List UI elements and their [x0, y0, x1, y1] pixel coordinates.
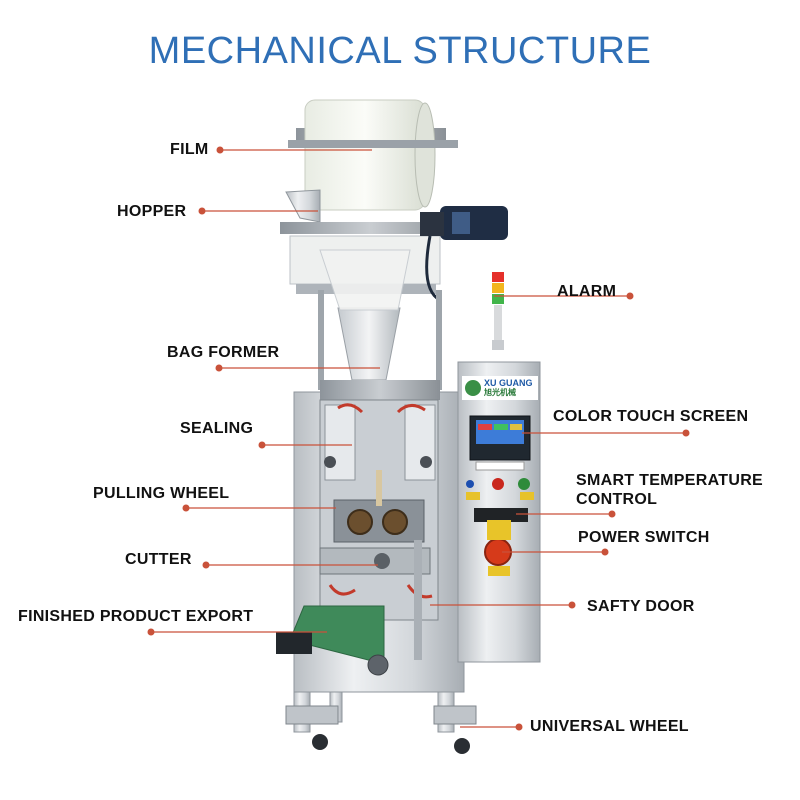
label-hopper: HOPPER — [117, 203, 187, 220]
leader-lines — [147, 146, 690, 731]
label-alarm: ALARM — [557, 283, 617, 300]
label-safty-door: SAFTY DOOR — [587, 598, 695, 615]
label-smart-temperature-control: SMART TEMPERATURE CONTROL — [576, 471, 763, 509]
diagram-title: MECHANICAL STRUCTURE — [148, 30, 652, 72]
bag-former — [319, 249, 411, 381]
label-sealing: SEALING — [180, 420, 254, 437]
label-smart-temperature-line2: CONTROL — [576, 491, 658, 508]
label-power-switch: POWER SWITCH — [578, 529, 710, 546]
label-cutter: CUTTER — [125, 551, 192, 568]
label-finished-product-export: FINISHED PRODUCT EXPORT — [18, 608, 254, 625]
film-roll — [288, 99, 458, 211]
label-smart-temperature-line1: SMART TEMPERATURE — [576, 472, 764, 489]
legs-and-wheels — [285, 691, 477, 754]
label-film: FILM — [170, 141, 209, 158]
alarm-light — [492, 272, 504, 350]
label-bag-former: BAG FORMER — [167, 344, 280, 361]
brand-subtitle: 旭光机械 — [484, 388, 516, 397]
brand-name: XU GUANG — [484, 378, 533, 388]
label-universal-wheel: UNIVERSAL WHEEL — [530, 718, 689, 735]
discharge-chute — [276, 605, 389, 676]
label-color-touch-screen: COLOR TOUCH SCREEN — [553, 408, 749, 425]
brand-logo-text: XU GUANG 旭光机械 — [484, 378, 533, 398]
motor — [420, 206, 508, 302]
label-pulling-wheel: PULLING WHEEL — [93, 485, 230, 502]
control-cabinet — [457, 361, 541, 663]
